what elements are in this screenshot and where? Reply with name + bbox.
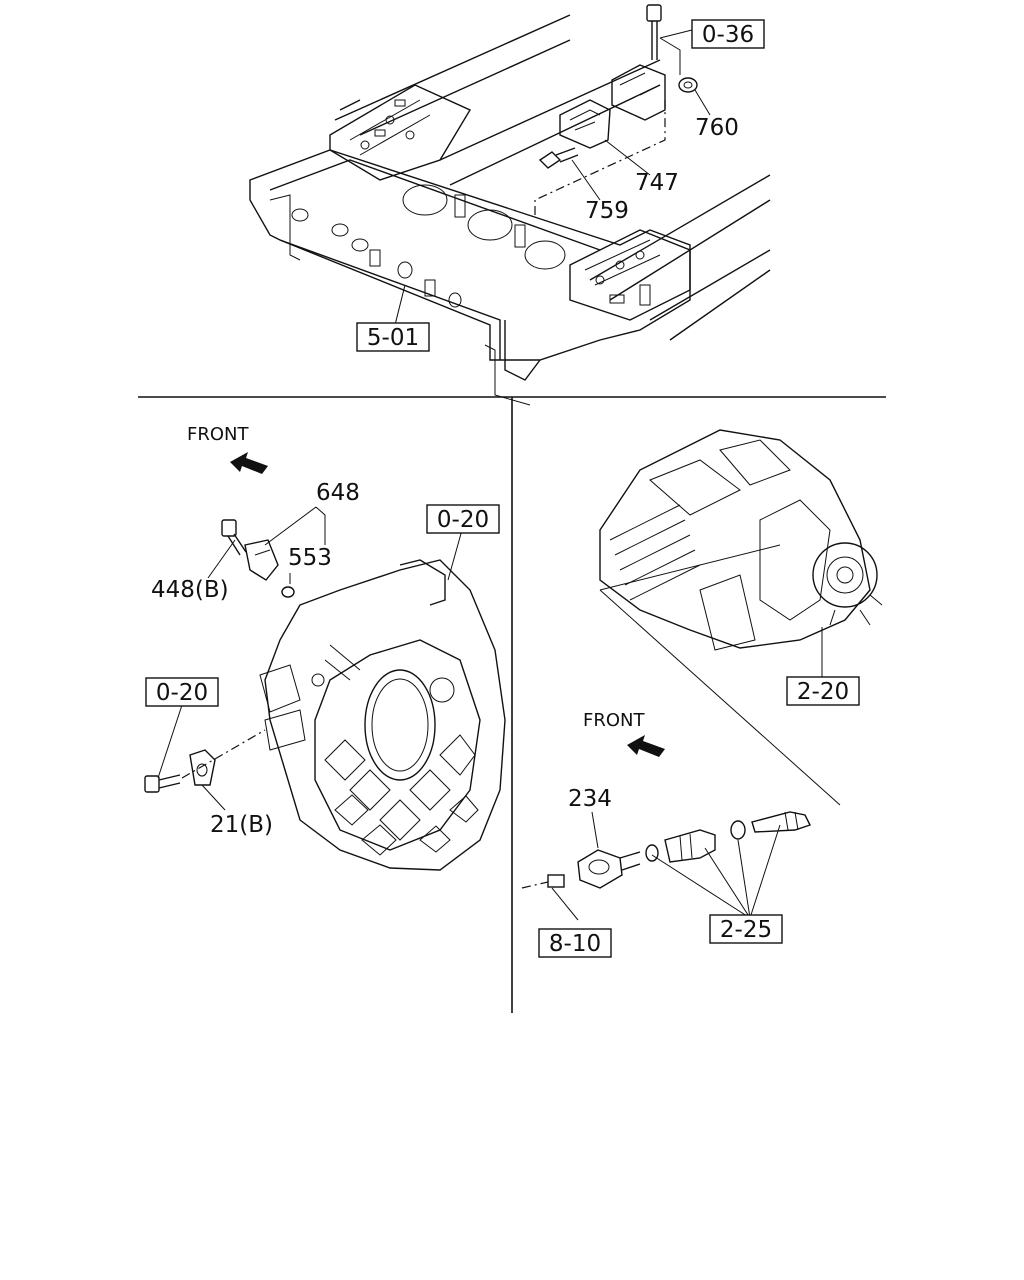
bolt-part-0-36 xyxy=(646,4,662,60)
ref-label-5-01: 5-01 xyxy=(367,325,419,351)
ref-label-0-20-housing: 0-20 xyxy=(437,507,489,533)
sensor-bracket-part-747 xyxy=(559,99,611,149)
front-arrow-right-icon xyxy=(627,735,665,757)
bolt-part-759 xyxy=(538,147,579,169)
ref-label-2-25: 2-25 xyxy=(720,917,772,943)
ref-box-2-25[interactable] xyxy=(709,914,783,944)
sensor-part-21b xyxy=(189,749,216,786)
part-label-21b: 21(B) xyxy=(210,812,273,838)
mounting-bracket-part xyxy=(611,64,666,121)
speed-sensor-part-234 xyxy=(577,849,641,889)
ref-box-5-01[interactable] xyxy=(356,322,430,352)
part-label-648: 648 xyxy=(316,480,360,506)
ref-box-0-20-bolt[interactable] xyxy=(145,677,219,707)
part-label-448b: 448(B) xyxy=(151,577,229,603)
sensor-part-648 xyxy=(244,539,279,581)
part-label-553: 553 xyxy=(288,545,332,571)
o-ring-part-553 xyxy=(281,586,295,598)
gear-assembly-part-2-25 xyxy=(645,811,811,863)
bolt-part-0-20-left xyxy=(144,774,181,793)
ref-label-2-20: 2-20 xyxy=(797,679,849,705)
front-label-left: FRONT xyxy=(187,424,249,445)
part-label-234: 234 xyxy=(568,786,612,812)
nut-part-760 xyxy=(678,77,698,93)
front-label-right: FRONT xyxy=(583,710,645,731)
part-label-759: 759 xyxy=(585,198,629,224)
flywheel-housing-illustration xyxy=(259,559,506,871)
part-label-747: 747 xyxy=(635,170,679,196)
ref-label-8-10: 8-10 xyxy=(549,931,601,957)
ref-label-0-20-bolt: 0-20 xyxy=(156,680,208,706)
ref-label-0-36: 0-36 xyxy=(702,22,754,48)
front-arrow-left-icon xyxy=(230,452,268,474)
part-label-760: 760 xyxy=(695,115,739,141)
bolt-part-448b xyxy=(221,519,247,556)
ref-box-0-20-housing[interactable] xyxy=(426,504,500,534)
ref-box-2-20[interactable] xyxy=(786,676,860,706)
ref-box-8-10[interactable] xyxy=(538,928,612,958)
gear-location-line xyxy=(599,544,841,806)
frame-crossmember-illustration xyxy=(249,14,771,406)
transmission-illustration xyxy=(599,429,883,651)
ref-box-0-36[interactable] xyxy=(691,19,765,49)
mounting-axis-left xyxy=(181,729,266,779)
connector-part-8-10 xyxy=(521,874,565,889)
